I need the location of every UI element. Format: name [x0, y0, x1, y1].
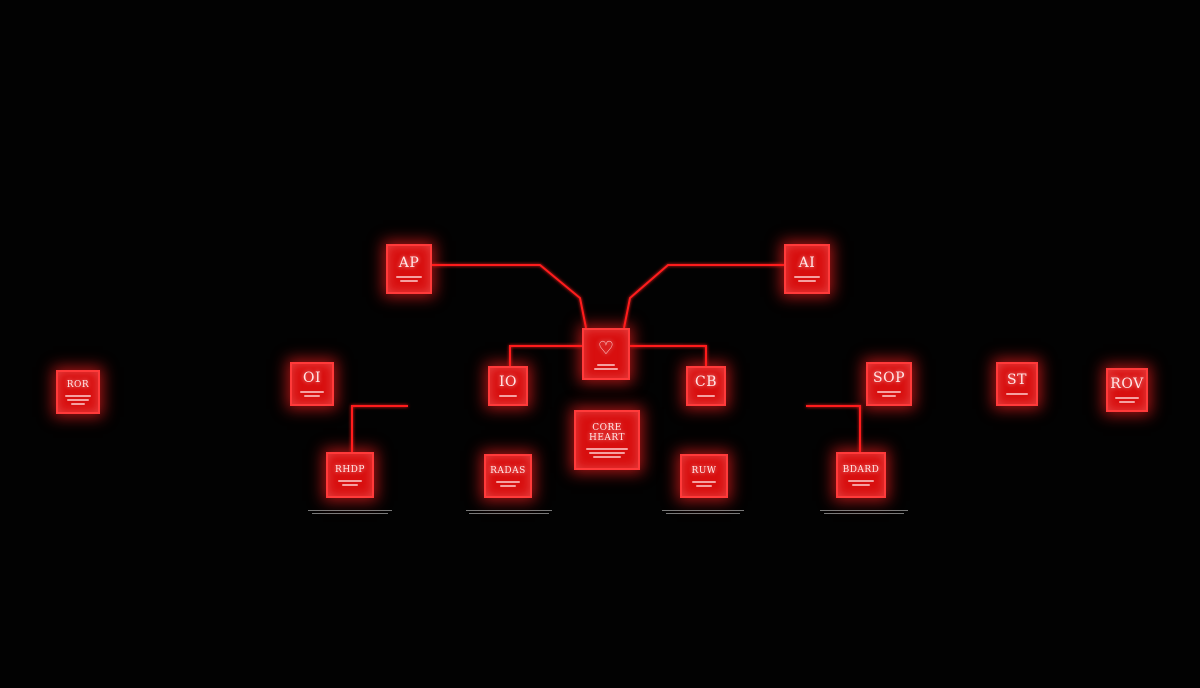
node-st-subtext — [1004, 391, 1031, 395]
node-far-left: ROR — [56, 370, 100, 414]
node-mid-left-lower: RADAS — [484, 454, 532, 498]
node-center: CORE HEART — [574, 410, 640, 470]
node-mid-right-lower: RUW — [680, 454, 728, 498]
node-cb-subtext — [693, 393, 718, 397]
node-sop-label: SOP — [873, 370, 905, 386]
node-io: IO — [488, 366, 528, 406]
caption-mid-left-lower — [466, 508, 552, 522]
node-left-lower-subtext — [335, 478, 366, 486]
connector-line — [432, 264, 587, 329]
node-oi-label: OI — [302, 370, 321, 386]
node-far-left-subtext — [64, 393, 92, 405]
caption-right-lower — [820, 508, 908, 522]
heart-icon: ♡ — [597, 338, 615, 359]
node-mid-right-lower-subtext — [689, 479, 720, 487]
node-oi: OI — [290, 362, 334, 406]
node-rov-subtext — [1114, 395, 1141, 403]
node-mid-right-lower-label: RUW — [691, 465, 717, 476]
node-io-subtext — [495, 393, 520, 397]
caption-mid-right-lower — [662, 508, 744, 522]
node-ai: AI — [784, 244, 830, 294]
node-right-lower: BDARD — [836, 452, 886, 498]
node-ap-label: AP — [398, 255, 420, 271]
node-cb-label: CB — [695, 374, 717, 390]
node-center-label: CORE HEART — [588, 422, 626, 443]
node-rov-label: ROV — [1110, 376, 1144, 392]
node-far-left-label: ROR — [66, 379, 90, 390]
node-ap: AP — [386, 244, 432, 294]
node-center-subtext — [585, 446, 628, 458]
node-io-label: IO — [498, 374, 517, 390]
connector-line — [509, 345, 582, 366]
node-st-label: ST — [1007, 372, 1027, 388]
node-sop-subtext — [874, 389, 903, 397]
node-st: ST — [996, 362, 1038, 406]
node-ap-subtext — [394, 274, 423, 282]
connector-line — [623, 264, 784, 329]
node-mid-left-lower-label: RADAS — [490, 465, 526, 476]
node-hub-subtext — [591, 362, 622, 370]
node-mid-left-lower-subtext — [493, 479, 524, 487]
node-right-lower-subtext — [845, 478, 877, 486]
node-left-lower-label: RHDP — [335, 464, 365, 475]
node-rov: ROV — [1106, 368, 1148, 412]
node-ai-label: AI — [798, 255, 816, 271]
connector-line — [630, 345, 707, 366]
connector-line — [806, 405, 861, 452]
node-left-lower: RHDP — [326, 452, 374, 498]
node-oi-subtext — [298, 389, 326, 397]
caption-left-lower — [308, 508, 392, 522]
connector-line — [351, 405, 408, 452]
node-right-lower-label: BDARD — [842, 464, 880, 475]
node-ai-subtext — [792, 274, 821, 282]
node-sop: SOP — [866, 362, 912, 406]
node-cb: CB — [686, 366, 726, 406]
node-hub: ♡ — [582, 328, 630, 380]
